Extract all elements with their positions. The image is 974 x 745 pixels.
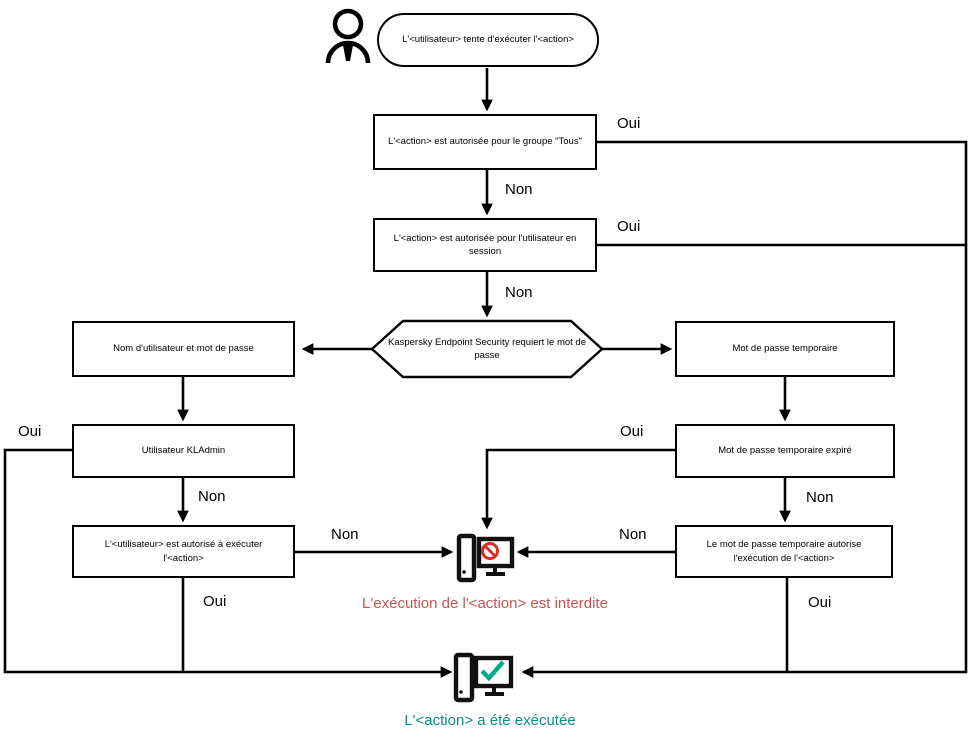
status-executed-text: L'<action> a été exécutée <box>404 712 576 729</box>
node-temp-authorizes: Le mot de passe temporaire autorise l'ex… <box>675 525 893 578</box>
node-session-allowed: L'<action> est autorisée pour l'utilisat… <box>373 218 597 272</box>
checkmark-icon <box>480 660 505 682</box>
edge-label-non-kladmin: Non <box>198 488 226 505</box>
edge-label-non-group: Non <box>505 181 533 198</box>
edge-label-oui-user-authorized: Oui <box>203 593 227 610</box>
node-start: L'<utilisateur> tente d'exécuter l'<acti… <box>377 13 599 67</box>
edge-label-non-expired: Non <box>806 489 834 506</box>
edge-label-oui-group: Oui <box>617 115 641 132</box>
node-user-authorized: L'<utilisateur> est autorisé à exécuter … <box>72 525 295 578</box>
connector-group <box>3 68 968 678</box>
edge-label-oui-expired: Oui <box>620 423 644 440</box>
edge-label-oui-kladmin: Oui <box>18 423 42 440</box>
node-group-allowed: L'<action> est autorisée pour le groupe … <box>373 114 597 170</box>
edge-label-oui-session: Oui <box>617 218 641 235</box>
user-icon <box>325 8 371 64</box>
decision-hexagon <box>370 319 604 379</box>
node-password-required: Kaspersky Endpoint Security requiert le … <box>387 336 586 361</box>
status-forbidden-text: L'exécution de l'<action> est interdite <box>362 595 608 612</box>
edge-label-non-temp-authorizes: Non <box>619 526 647 543</box>
node-username-password: Nom d'utilisateur et mot de passe <box>72 321 295 377</box>
edge-label-non-user-authorized: Non <box>331 526 359 543</box>
edge-label-non-session: Non <box>505 284 533 301</box>
node-kladmin: Utilisateur KLAdmin <box>72 424 295 478</box>
edge-label-oui-temp-authorizes: Oui <box>808 594 832 611</box>
blocked-computer-icon <box>456 533 515 583</box>
allowed-computer-icon <box>453 652 514 703</box>
node-temp-password: Mot de passe temporaire <box>675 321 895 377</box>
prohibition-icon <box>481 542 499 560</box>
node-temp-expired: Mot de passe temporaire expiré <box>675 424 895 478</box>
